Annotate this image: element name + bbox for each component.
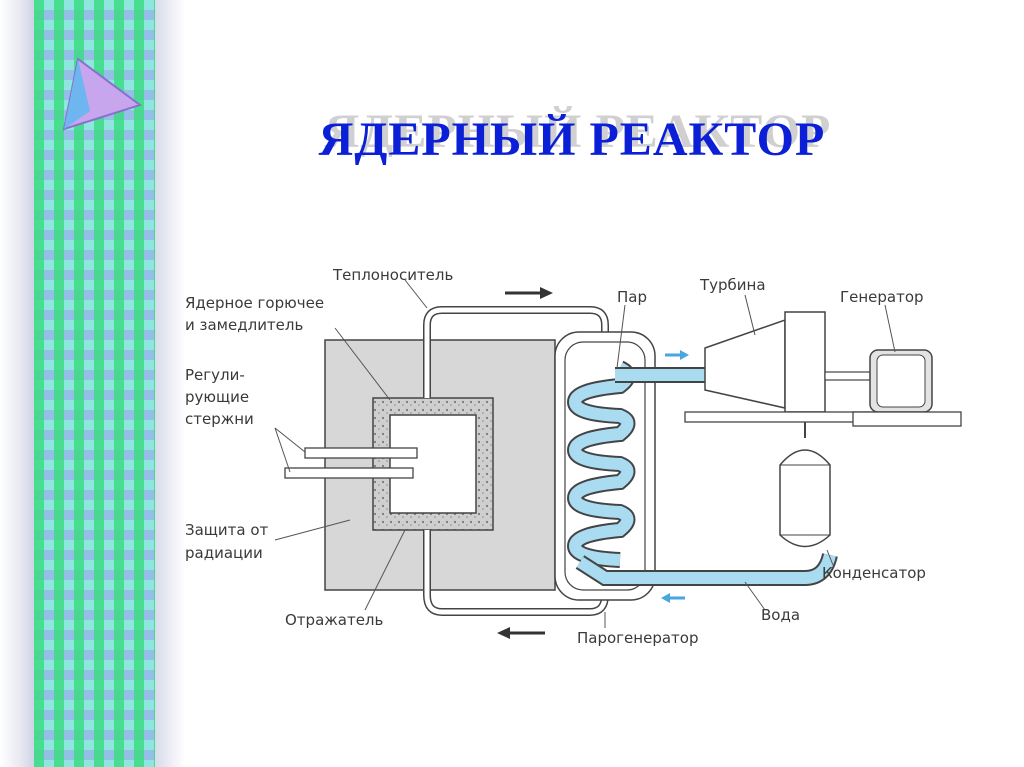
turbine [684,311,886,438]
label-rods-3: стержни [185,410,254,428]
flow-arrow-steam [665,350,689,360]
label-turbine: Турбина [699,276,766,294]
reactor-diagram: Теплоноситель Ядерное горючее и замедлит… [165,240,995,670]
play-triangle-icon [62,57,143,131]
flow-arrow-bottom [497,627,545,639]
page-title: ЯДЕРНЫЙ РЕАКТОР [318,113,826,166]
label-shield-1: Защита от [185,521,269,539]
side-curve [155,0,185,767]
generator [852,349,962,427]
flow-arrow-top [505,287,553,299]
control-rod-lower [284,467,414,479]
steam-coil [566,360,636,568]
label-fuel-1: Ядерное горючее [185,294,324,312]
label-generator: Генератор [840,288,924,306]
label-steam: Пар [617,288,647,306]
label-steam-generator: Парогенератор [577,629,698,647]
label-shield-2: радиации [185,544,263,562]
condenser [779,449,831,548]
side-pattern-strip [34,0,156,767]
turbine-shaft [824,371,871,381]
control-rod-upper [304,447,418,459]
flow-arrow-water [661,593,685,603]
label-fuel-2: и замедлитель [185,316,303,334]
label-water: Вода [761,606,800,624]
label-condenser: Конденсатор [822,564,926,582]
label-rods-1: Регули- [185,366,245,384]
label-reflector: Отражатель [285,611,383,629]
label-rods-2: рующие [185,388,249,406]
label-coolant: Теплоноситель [332,266,453,284]
reactor-core [389,414,477,514]
